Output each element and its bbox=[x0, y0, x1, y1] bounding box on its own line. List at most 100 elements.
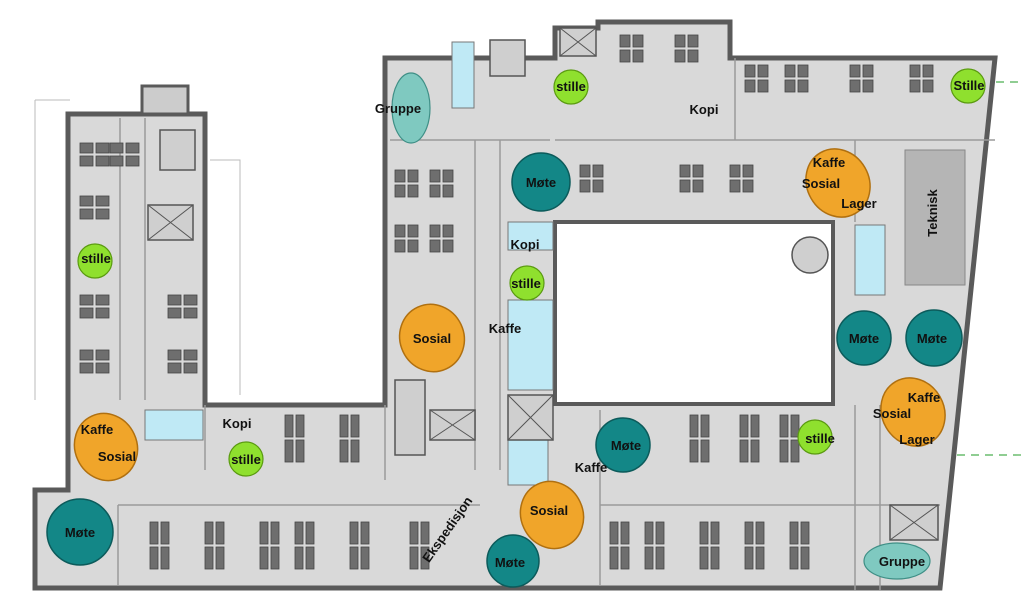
desk bbox=[909, 79, 921, 93]
kaffe-label: Kaffe bbox=[908, 390, 941, 405]
desk bbox=[270, 521, 280, 545]
desk bbox=[284, 414, 294, 438]
desk bbox=[394, 239, 406, 253]
desk bbox=[79, 362, 94, 374]
desk bbox=[294, 521, 304, 545]
desk bbox=[779, 414, 789, 438]
desk bbox=[679, 179, 691, 193]
teknisk-label: Teknisk bbox=[925, 189, 940, 237]
desk bbox=[284, 439, 294, 463]
desk bbox=[849, 79, 861, 93]
desk bbox=[183, 307, 198, 319]
desk bbox=[922, 79, 934, 93]
desk bbox=[295, 439, 305, 463]
desk bbox=[109, 142, 124, 154]
desk bbox=[409, 546, 419, 570]
desk bbox=[744, 521, 754, 545]
desk bbox=[215, 546, 225, 570]
mote-label: Møte bbox=[849, 331, 879, 346]
desk bbox=[729, 179, 741, 193]
desk bbox=[350, 439, 360, 463]
desk bbox=[429, 184, 441, 198]
desk bbox=[339, 414, 349, 438]
desk bbox=[79, 307, 94, 319]
desk bbox=[394, 169, 406, 183]
mote-label: Møte bbox=[611, 438, 641, 453]
desk bbox=[95, 155, 110, 167]
kaffe-label: Kaffe bbox=[81, 422, 114, 437]
mote-room-circle bbox=[836, 310, 892, 366]
desk bbox=[160, 521, 170, 545]
mote-label: Møte bbox=[65, 525, 95, 540]
wet-rooms bbox=[144, 41, 886, 486]
desk bbox=[167, 294, 182, 306]
desk bbox=[95, 362, 110, 374]
desk bbox=[784, 64, 796, 78]
desk bbox=[609, 521, 619, 545]
desk bbox=[167, 307, 182, 319]
desk bbox=[742, 179, 754, 193]
desk bbox=[95, 307, 110, 319]
desk bbox=[609, 546, 619, 570]
desk bbox=[442, 169, 454, 183]
desk bbox=[689, 414, 699, 438]
mote-label: Møte bbox=[526, 175, 556, 190]
sosial-room-ellipse bbox=[805, 148, 871, 218]
desk bbox=[729, 164, 741, 178]
desk bbox=[95, 208, 110, 220]
stille-room-circle bbox=[509, 265, 545, 301]
desk bbox=[149, 521, 159, 545]
desk bbox=[800, 546, 810, 570]
desk bbox=[442, 239, 454, 253]
desk bbox=[305, 521, 315, 545]
desk bbox=[699, 521, 709, 545]
desk bbox=[674, 34, 686, 48]
mote-room-circle bbox=[595, 417, 651, 473]
desk bbox=[407, 184, 419, 198]
desk bbox=[204, 521, 214, 545]
stille-label: stille bbox=[81, 251, 111, 266]
stille-room-circle bbox=[553, 69, 589, 105]
desk bbox=[95, 349, 110, 361]
desk bbox=[270, 546, 280, 570]
desk bbox=[797, 64, 809, 78]
desk bbox=[592, 164, 604, 178]
stille-label: stille bbox=[556, 79, 586, 94]
desk bbox=[692, 179, 704, 193]
gruppe-room-ellipse bbox=[391, 72, 431, 144]
desk bbox=[183, 349, 198, 361]
desk bbox=[755, 521, 765, 545]
stille-label: stille bbox=[511, 276, 541, 291]
mote-room-circle bbox=[905, 309, 963, 367]
desk bbox=[183, 294, 198, 306]
mote-room-circle bbox=[46, 498, 114, 566]
desk bbox=[167, 349, 182, 361]
kopi-label: Kopi bbox=[223, 416, 252, 431]
desk bbox=[442, 224, 454, 238]
kopi-label: Kopi bbox=[690, 102, 719, 117]
desk bbox=[742, 164, 754, 178]
desk bbox=[757, 64, 769, 78]
desk bbox=[95, 294, 110, 306]
desk bbox=[620, 546, 630, 570]
mote-label: Møte bbox=[917, 331, 947, 346]
desk bbox=[429, 169, 441, 183]
desk bbox=[442, 184, 454, 198]
stille-room-circle bbox=[228, 441, 264, 477]
sosial-label: Sosial bbox=[98, 449, 136, 464]
desk bbox=[360, 546, 370, 570]
desk bbox=[750, 414, 760, 438]
desk bbox=[407, 224, 419, 238]
kaffe-label: Kaffe bbox=[813, 155, 846, 170]
desk bbox=[339, 439, 349, 463]
desk bbox=[644, 546, 654, 570]
desk bbox=[790, 439, 800, 463]
desk bbox=[789, 546, 799, 570]
kaffe-label: Kaffe bbox=[489, 321, 522, 336]
desk bbox=[579, 164, 591, 178]
desk bbox=[394, 224, 406, 238]
sosial-room-ellipse bbox=[880, 377, 946, 447]
desk bbox=[620, 521, 630, 545]
desk bbox=[259, 521, 269, 545]
stille-label: stille bbox=[805, 431, 835, 446]
